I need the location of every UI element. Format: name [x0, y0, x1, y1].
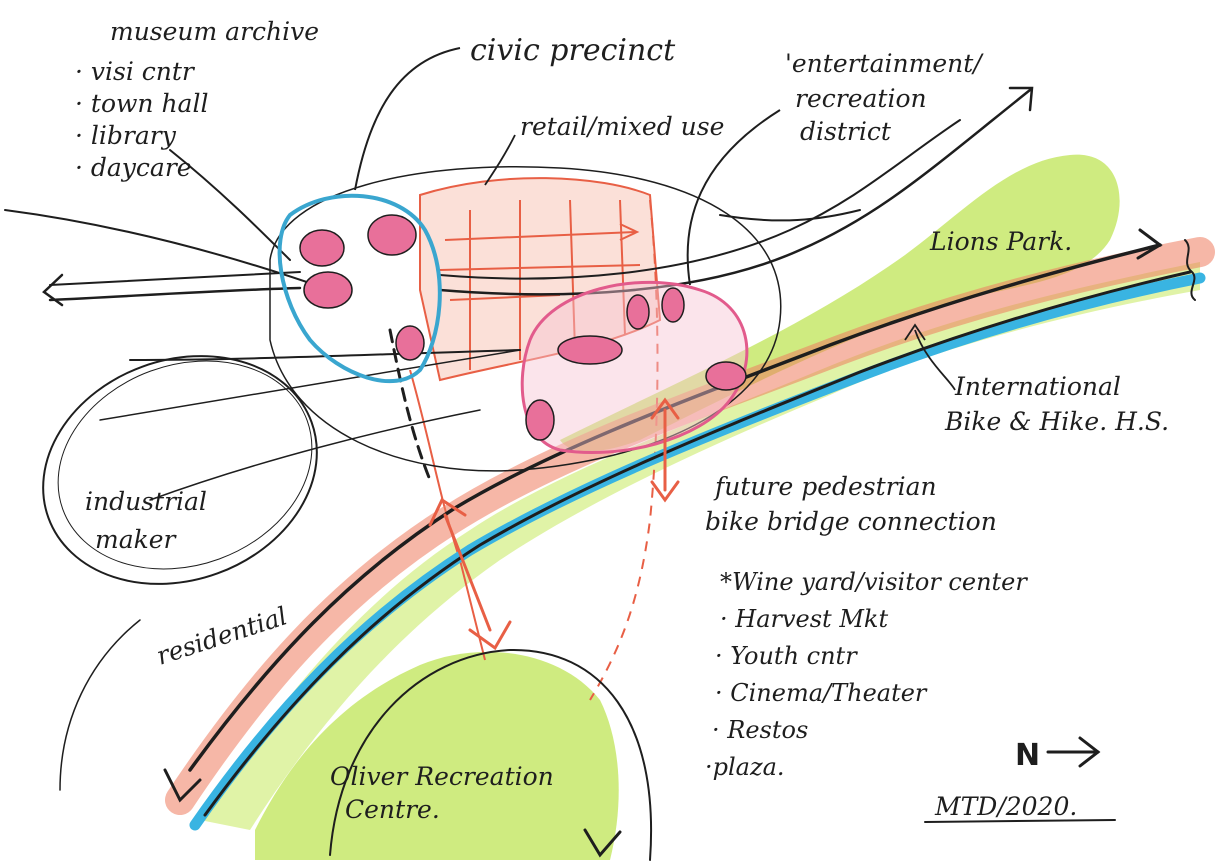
road-west-parallel — [50, 272, 300, 285]
bridge-label-line2: bike bridge connection — [705, 507, 997, 536]
district-building-3 — [558, 336, 622, 364]
signature: MTD/2020. — [934, 792, 1077, 821]
district-list-item: · Harvest Mkt — [720, 605, 888, 633]
district-list-item: · Restos — [712, 716, 808, 744]
civic-pointer-line — [355, 48, 460, 190]
industrial-maker-zone — [11, 319, 349, 621]
district-list-item: *Wine yard/visitor center — [720, 568, 1028, 596]
civic-precinct-label: civic precinct — [470, 33, 676, 68]
district-list-item: · Cinema/Theater — [715, 679, 928, 707]
retail-mixed-use-label: retail/mixed use — [520, 112, 724, 141]
trail-label-line2: Bike & Hike. H.S. — [944, 407, 1169, 436]
road-curve-south — [60, 620, 140, 790]
civic-list-item: · visi cntr — [75, 57, 196, 86]
civic-list-item: museum archive — [110, 17, 319, 46]
district-building-1 — [627, 295, 649, 329]
north-arrow-label: N — [1015, 738, 1040, 773]
industrial-label-line1: industrial — [85, 487, 207, 516]
industrial-maker-ellipse-inner — [29, 327, 342, 604]
entertainment-label-line2: recreation — [795, 84, 927, 113]
industrial-maker-ellipse — [11, 319, 349, 621]
entertainment-label-line3: district — [800, 117, 892, 146]
lions-park-label: Lions Park. — [929, 227, 1072, 256]
civic-building-2 — [368, 215, 416, 255]
civic-list-item: · daycare — [75, 153, 192, 182]
district-building-4 — [706, 362, 746, 390]
civic-list-item: · library — [75, 121, 177, 150]
industrial-label-line2: maker — [95, 525, 178, 554]
trail-label-line1: International — [954, 372, 1121, 401]
civic-list-item: · town hall — [75, 89, 208, 118]
oliver-label-line2: Centre. — [345, 795, 440, 824]
retail-pointer — [485, 135, 515, 185]
road-curve-east — [720, 210, 860, 220]
entertainment-label-line1: 'entertainment/ — [785, 49, 984, 78]
road-west — [50, 288, 300, 300]
district-building-2 — [662, 288, 684, 322]
oliver-label-line1: Oliver Recreation — [330, 762, 554, 791]
district-building-5 — [526, 400, 554, 440]
district-list-item: · Youth cntr — [715, 642, 858, 670]
civic-building-3 — [304, 272, 352, 308]
civic-building-1 — [300, 230, 344, 266]
civic-building-4 — [396, 326, 424, 360]
district-list-item: ·plaza. — [705, 753, 785, 781]
bridge-label-line1: future pedestrian — [713, 472, 937, 501]
